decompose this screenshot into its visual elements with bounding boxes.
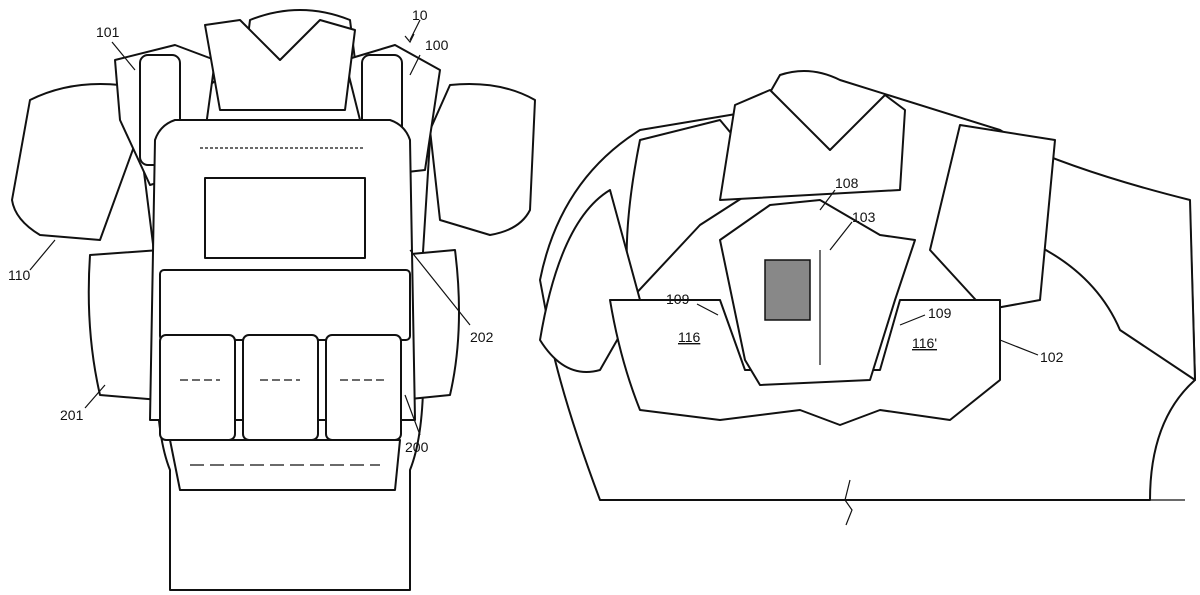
label-100: 100 (425, 37, 449, 53)
left-cummerbund (87, 249, 161, 401)
label-200: 200 (405, 439, 429, 455)
break-mark (844, 479, 853, 526)
pouch-2 (242, 334, 319, 441)
label-109-right: 109 (928, 305, 952, 321)
pouch-1 (159, 334, 236, 441)
label-109-left: 109 (666, 291, 690, 307)
right-shoulder-pad (929, 124, 1056, 311)
label-202: 202 (470, 329, 494, 345)
label-103: 103 (852, 209, 876, 225)
collar (204, 19, 356, 111)
label-201: 201 (60, 407, 84, 423)
label-116-prime: 116' (912, 335, 937, 351)
collar (719, 89, 906, 201)
hook-loop-patch (764, 259, 811, 321)
label-108: 108 (835, 175, 859, 191)
plate-carrier-figure: 101 10 100 110 202 201 200 (8, 7, 536, 591)
mounting-plate (719, 199, 916, 386)
yoke-lower-band (609, 299, 1001, 426)
label-116: 116 (678, 329, 701, 345)
admin-window (204, 177, 366, 259)
right-arm-pad (429, 83, 536, 236)
yoke-figure: 108 103 109 109 116 116' 102 (539, 70, 1196, 526)
pouch-3 (325, 334, 402, 441)
label-10: 10 (412, 7, 428, 23)
label-101: 101 (96, 24, 120, 40)
label-102: 102 (1040, 349, 1064, 365)
lower-panel (159, 269, 411, 341)
label-110: 110 (8, 267, 31, 283)
bottom-flap (169, 439, 401, 491)
